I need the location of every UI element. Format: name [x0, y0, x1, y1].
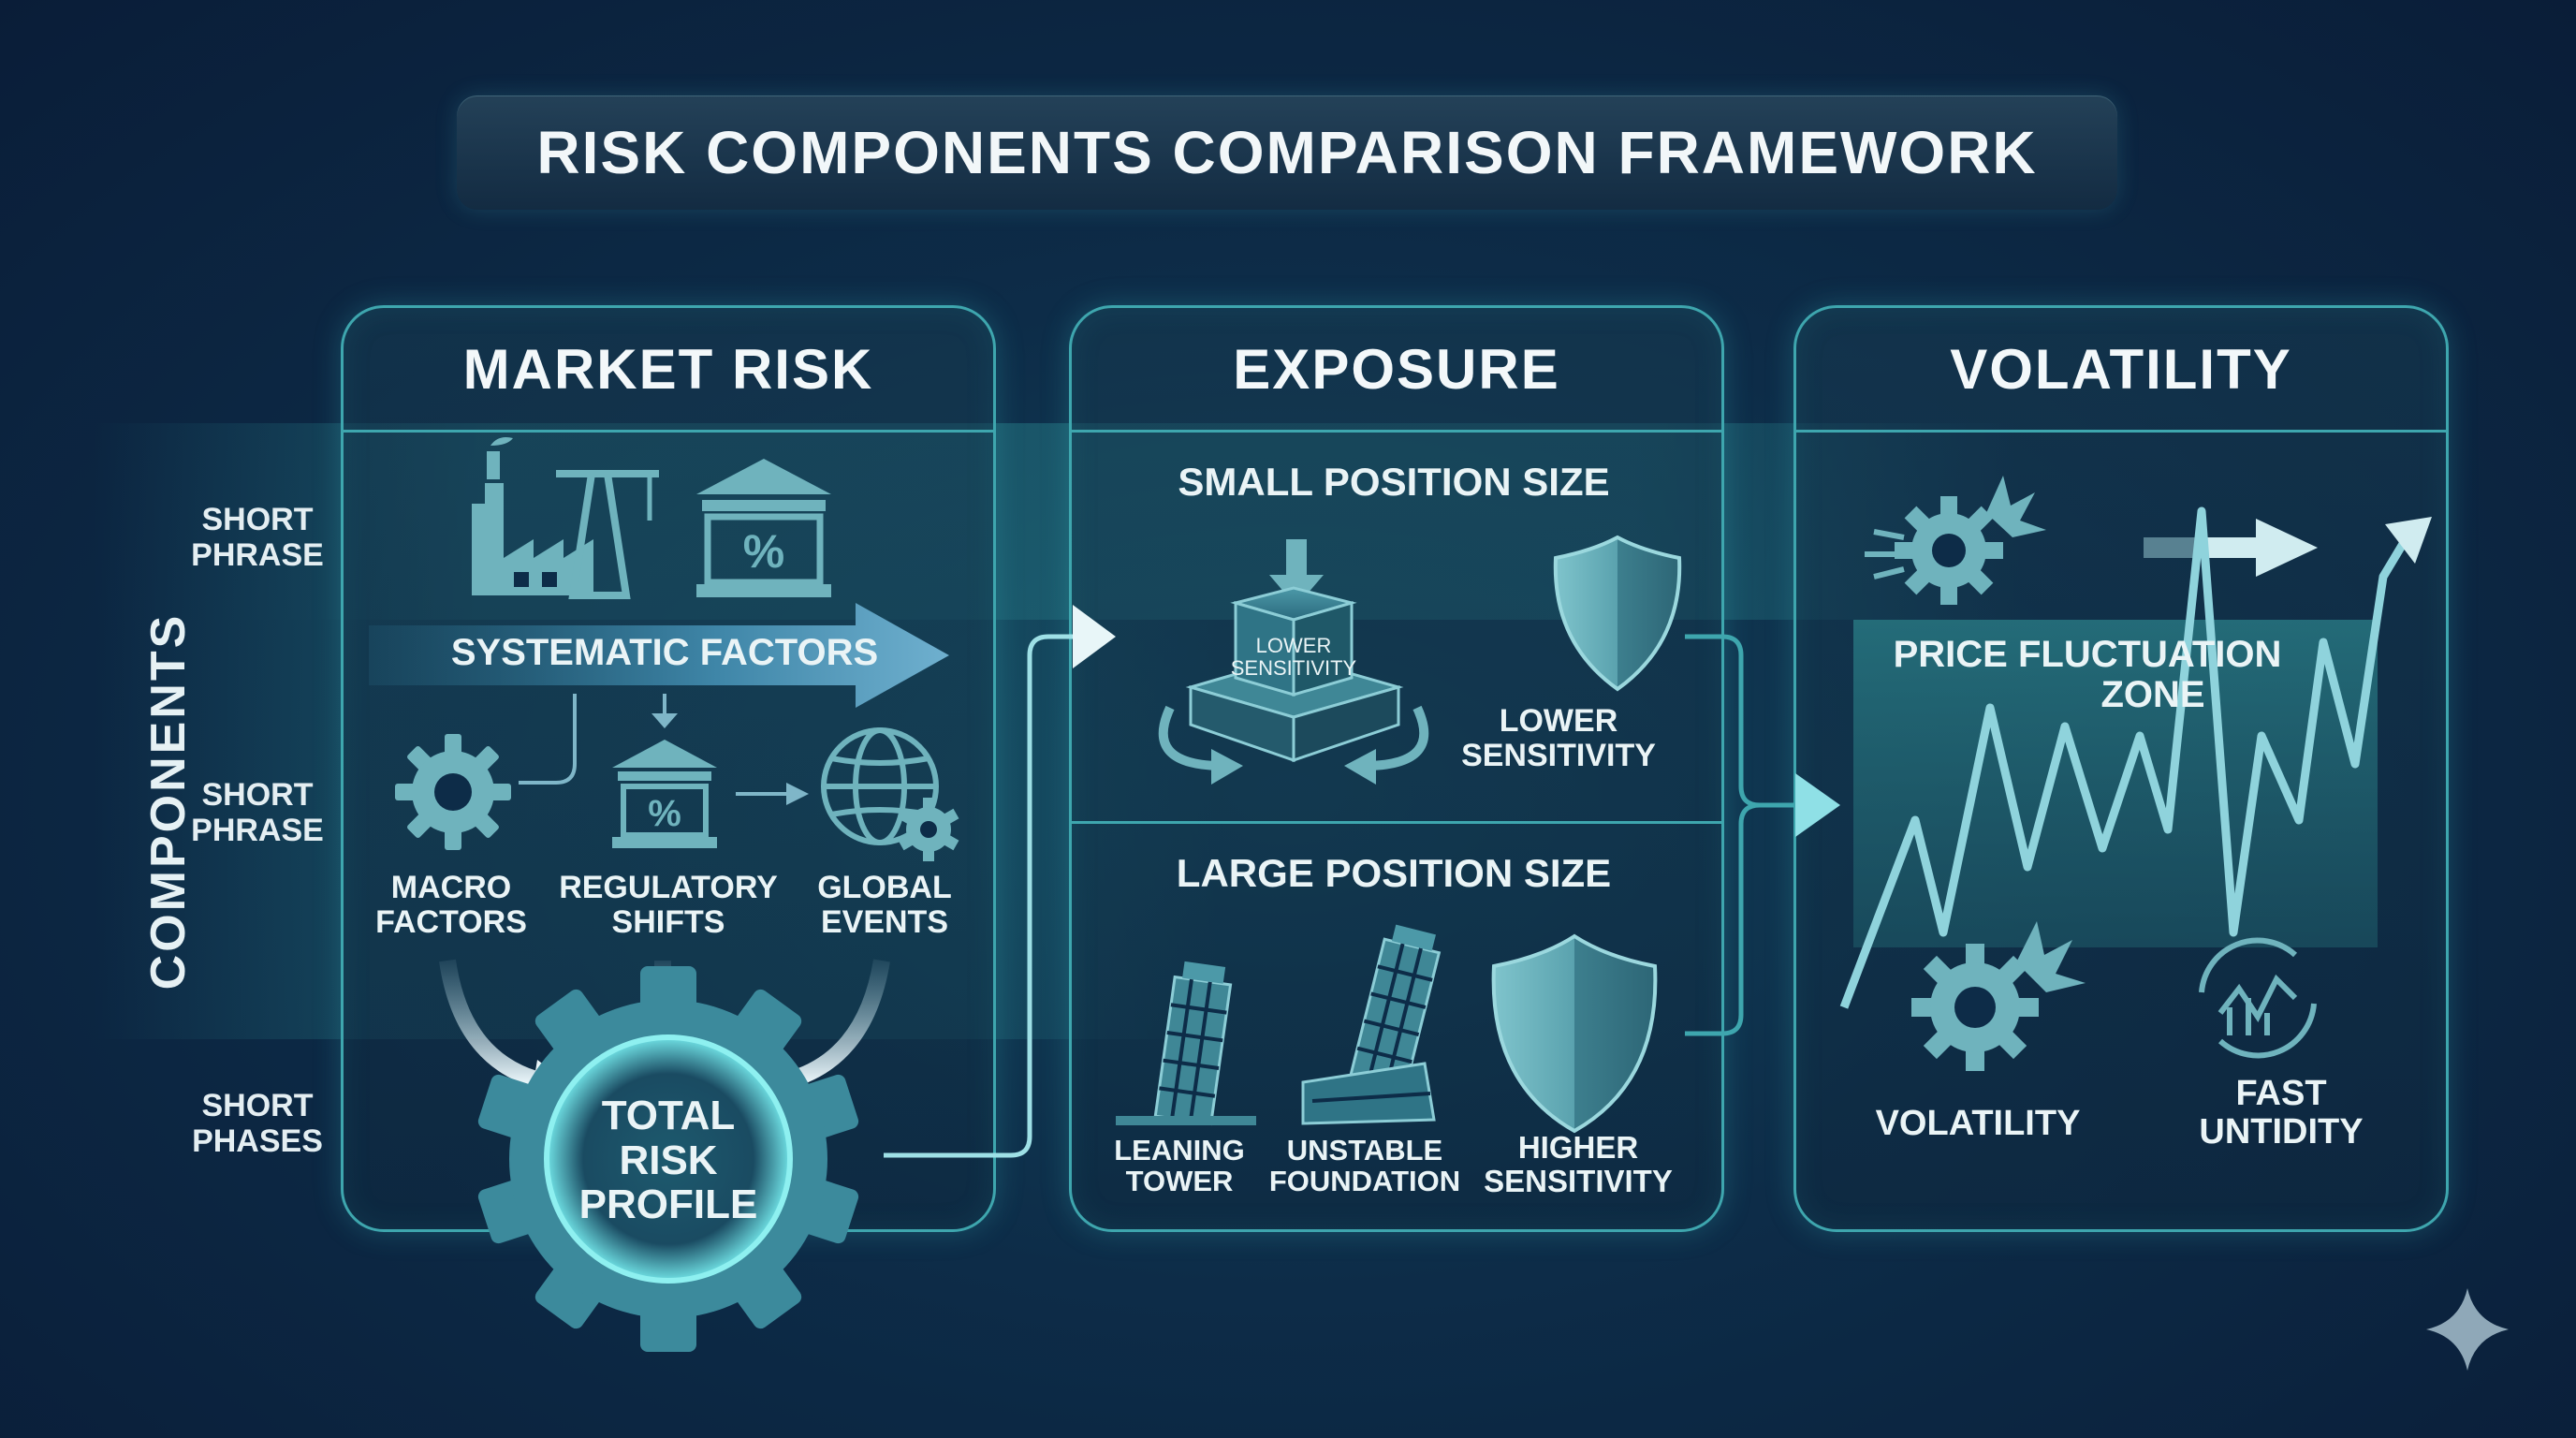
rotate-arrows-icon: [1158, 705, 1429, 770]
gear-icon: [395, 734, 511, 850]
global-events-label: GLOBAL EVENTS: [817, 870, 952, 940]
fast-untidity-label: FAST UNTIDITY: [2199, 1074, 2364, 1152]
row-label-1: SHORT PHRASE: [191, 502, 324, 574]
down-arrow-head: [651, 713, 678, 728]
small-position-title: SMALL POSITION SIZE: [1178, 460, 1610, 504]
shield-icon: [1553, 535, 1682, 692]
large-position-title: LARGE POSITION SIZE: [1176, 851, 1612, 895]
market-risk-graphics: % %: [369, 437, 959, 1352]
factory-crane-icon: [472, 437, 659, 599]
large-shield-icon: [1491, 933, 1658, 1134]
total-risk-profile-label: TOTAL RISK PROFILE: [578, 1093, 758, 1228]
higher-sensitivity-label: HIGHER SENSITIVITY: [1484, 1130, 1673, 1198]
right-arrow-icon: [2144, 519, 2318, 577]
cycle-chart-icon: [2199, 937, 2317, 1059]
price-fluctuation-label: PRICE FLUCTUATION ZONE: [1893, 634, 2282, 716]
page-title: RISK COMPONENTS COMPARISON FRAMEWORK: [457, 95, 2117, 210]
row-label-2: SHORT PHRASE: [191, 777, 324, 849]
fluctuation-zone: [1853, 620, 2378, 947]
arrowhead-right: [1344, 749, 1376, 785]
leaning-tower-label: LEANING TOWER: [1114, 1134, 1245, 1198]
svg-text:%: %: [648, 793, 681, 834]
hub-gear: [477, 966, 859, 1352]
systematic-factors-arrow: [369, 603, 949, 708]
right-arrow-head: [786, 783, 809, 805]
foundation-blocks: [1301, 1062, 1436, 1125]
row-label-3: SHORT PHASES: [192, 1088, 323, 1160]
market-risk-header: MARKET RISK: [344, 308, 993, 433]
exposure-to-volatility-arrow: [1685, 634, 1840, 1036]
market-to-exposure-arrow: [884, 605, 1116, 1158]
line-arrowhead: [2385, 517, 2432, 564]
leaning-tower-icon: [1153, 961, 1233, 1126]
systematic-factors-label: SYSTEMATIC FACTORS: [450, 632, 879, 673]
price-fluctuation-line: [1839, 506, 2415, 1009]
exposure-graphics: [1116, 535, 1682, 1134]
macro-factors-label: MACRO FACTORS: [375, 870, 527, 940]
box-sensitivity-label: LOWER SENSITIVITY: [1230, 634, 1357, 680]
exposure-header: EXPOSURE: [1072, 308, 1721, 433]
connector-lines: [519, 694, 790, 796]
unstable-foundation-label: UNSTABLE FOUNDATION: [1268, 1134, 1461, 1198]
exposure-divider: [1072, 821, 1721, 824]
volatility-label: VOLATILITY: [1875, 1104, 2081, 1143]
bank-percent-icon: %: [696, 459, 831, 597]
gear-burst-icon: [1911, 921, 2086, 1071]
volatility-graphics: [1839, 476, 2432, 1071]
svg-text:%: %: [743, 525, 784, 578]
pedestal-box-icon: [1185, 586, 1404, 763]
sparkle-icon: [2426, 1288, 2509, 1371]
small-gear-icon: [898, 798, 959, 861]
lower-sensitivity-label: LOWER SENSITIVITY: [1461, 703, 1656, 773]
regulatory-shifts-label: REGULATORY SHIFTS: [559, 870, 778, 940]
regulatory-bank-icon: %: [612, 740, 717, 848]
tower-base: [1116, 1116, 1256, 1125]
page-title-text: RISK COMPONENTS COMPARISON FRAMEWORK: [536, 119, 2038, 186]
volatility-header: VOLATILITY: [1796, 308, 2446, 433]
gear-burst-icon-top: [1865, 476, 2046, 605]
arrowhead-left: [1211, 749, 1243, 785]
